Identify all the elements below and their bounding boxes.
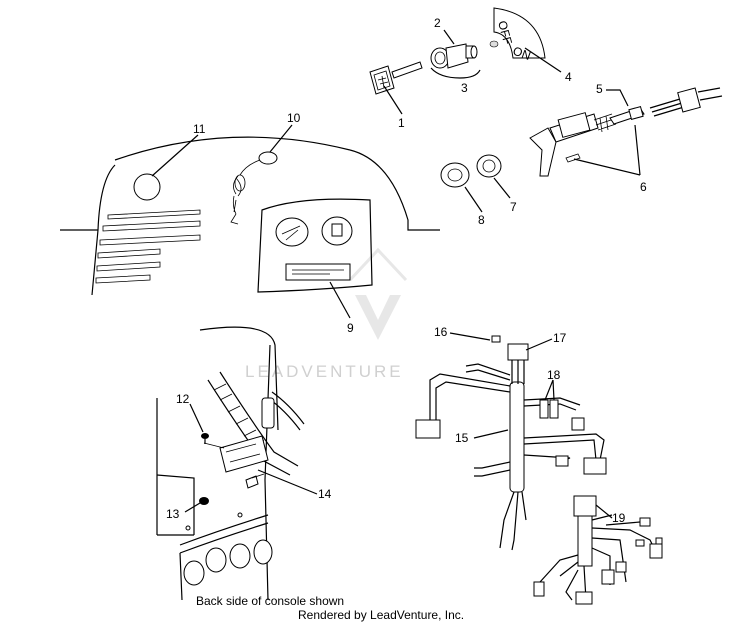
part-7-washer — [476, 154, 502, 178]
watermark-text: LEADVENTURE — [245, 362, 404, 381]
callout-16: 16 — [434, 325, 448, 339]
part-8-nut — [440, 162, 470, 188]
callout-9: 9 — [347, 321, 354, 335]
callout-12: 12 — [176, 392, 190, 406]
callout-6: 6 — [640, 180, 647, 194]
part-4-switch-plate: OFF ON — [489, 7, 546, 63]
part-5-kill-switch-assembly — [529, 87, 723, 177]
part-15-wire-harness — [415, 335, 607, 551]
callout-19: 19 — [612, 511, 626, 525]
callout-labels: 1 2 3 4 5 6 7 8 9 10 11 12 13 14 15 16 1… — [166, 16, 647, 525]
render-credit: Rendered by LeadVenture, Inc. — [298, 608, 464, 622]
callout-11: 11 — [193, 122, 206, 136]
part-13-nut — [199, 497, 209, 505]
console-back-view — [156, 326, 305, 601]
part-19-wire-harness — [533, 495, 663, 605]
callout-2: 2 — [434, 16, 441, 30]
part-12-screw — [201, 433, 209, 444]
plate-on-text: ON — [511, 44, 533, 63]
callout-17: 17 — [553, 331, 567, 345]
watermark-logo — [348, 247, 408, 340]
callout-18: 18 — [547, 368, 561, 382]
leader-lines — [151, 29, 641, 519]
callout-1: 1 — [398, 116, 405, 130]
diagram-caption: Back side of console shown — [196, 594, 344, 608]
callout-14: 14 — [318, 487, 332, 501]
console-hood — [60, 136, 440, 296]
callout-3: 3 — [461, 81, 468, 95]
callout-8: 8 — [478, 213, 485, 227]
console-panel — [257, 198, 373, 293]
callout-13: 13 — [166, 507, 180, 521]
callout-7: 7 — [510, 200, 517, 214]
plate-off-text: OFF — [495, 19, 515, 46]
callout-15: 15 — [455, 431, 469, 445]
part-10-tether-cord — [230, 151, 278, 225]
part-11-plug — [133, 173, 161, 201]
callout-4: 4 — [565, 70, 572, 84]
part-2-ignition-switch — [430, 43, 478, 69]
callout-5: 5 — [596, 82, 603, 96]
part-1-key — [369, 61, 423, 95]
callout-10: 10 — [287, 111, 301, 125]
